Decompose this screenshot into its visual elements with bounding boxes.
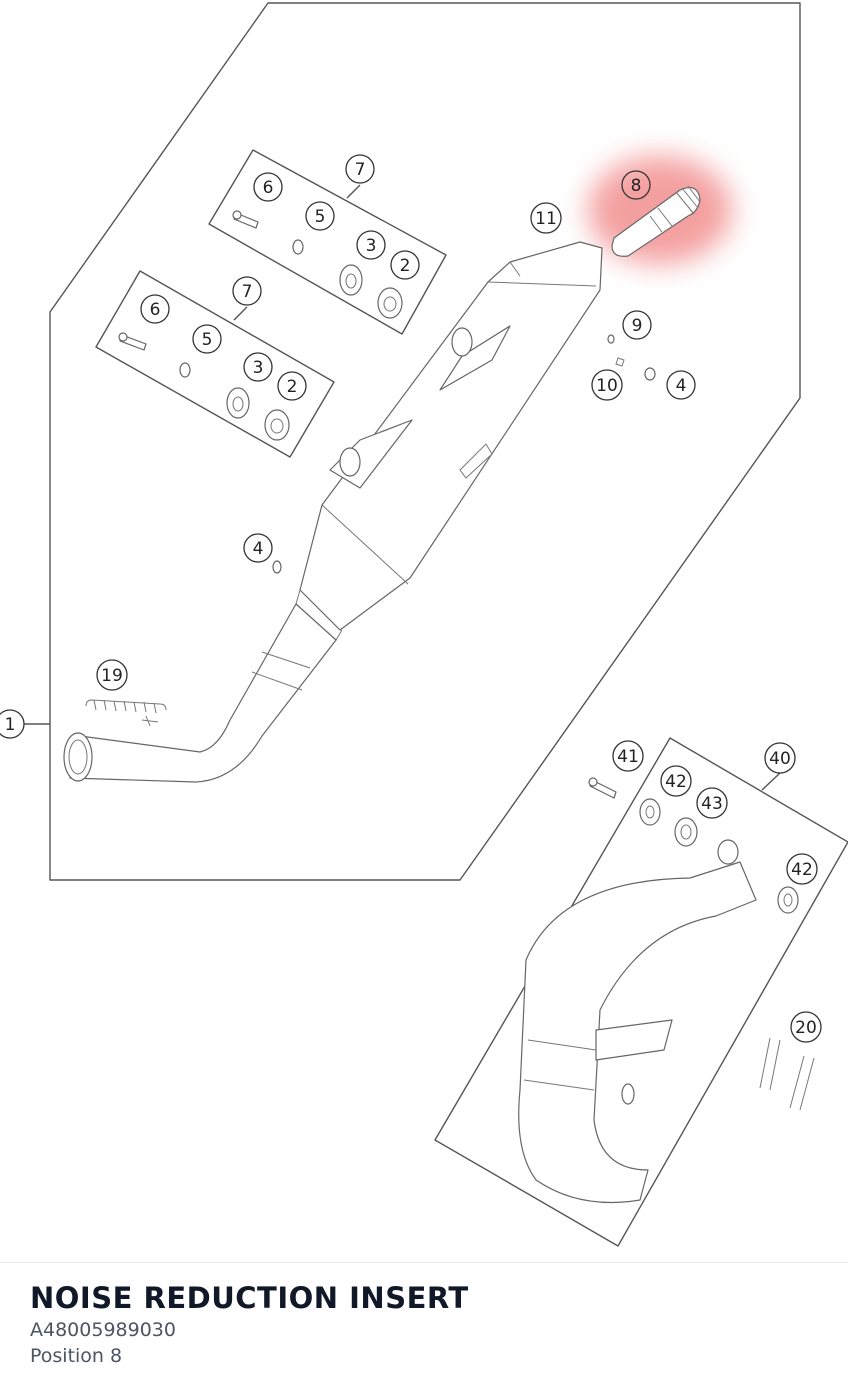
callout-9: 9 (622, 310, 652, 340)
callout-label: 11 (535, 209, 557, 229)
callout-10: 10 (591, 369, 623, 401)
callout-3: 3 (356, 230, 386, 260)
part-title: NOISE REDUCTION INSERT (30, 1281, 469, 1315)
assembly-outline (49, 2, 801, 881)
callout-label: 42 (665, 772, 687, 792)
callout-label: 2 (400, 256, 411, 276)
callout-5: 5 (192, 324, 222, 354)
callout-11: 11 (530, 202, 562, 234)
kit-panel-upper (208, 149, 447, 335)
callout-label: 5 (315, 207, 326, 227)
callout-2: 2 (390, 250, 420, 280)
callout-label: 2 (287, 377, 298, 397)
part-number: A48005989030 (30, 1319, 176, 1341)
callout-4: 4 (243, 533, 273, 563)
header-pipe-panel (434, 737, 848, 1247)
callout-label: 41 (617, 747, 639, 767)
callout-5: 5 (305, 201, 335, 231)
callout-7: 7 (345, 154, 375, 184)
part-info-footer: NOISE REDUCTION INSERT A48005989030 Posi… (0, 1262, 848, 1390)
callout-label: 6 (150, 300, 161, 320)
lower-kit-parts (118, 332, 290, 441)
callout-43: 43 (696, 787, 728, 819)
kit-panel-lower (95, 270, 335, 458)
callout-42: 42 (660, 765, 692, 797)
callout-label: 43 (701, 794, 723, 814)
callout-label: 6 (263, 178, 274, 198)
callout-19: 19 (96, 659, 128, 691)
link-pipe-part (63, 603, 337, 783)
callout-label: 7 (242, 282, 253, 302)
callout-label: 20 (795, 1018, 817, 1038)
callout-6: 6 (253, 172, 283, 202)
callout-42: 42 (786, 853, 818, 885)
fastener-parts (272, 334, 656, 574)
header-pipe-parts (518, 777, 799, 1204)
callout-1: 1 (0, 709, 25, 739)
callout-label: 42 (791, 860, 813, 880)
callout-2: 2 (277, 371, 307, 401)
exploded-parts-diagram: 1 2 2 3 3 4 4 5 5 6 6 7 7 8 9 10 11 19 20 40 41 42 42 43 (0, 2, 848, 1247)
callout-label: 4 (253, 539, 264, 559)
silencer-part (295, 241, 603, 641)
noise-reduction-insert-part[interactable] (611, 185, 701, 257)
callout-8[interactable]: 8 (621, 170, 651, 200)
header-springs (759, 1037, 815, 1111)
callout-label: 10 (596, 376, 618, 396)
upper-kit-parts (232, 210, 403, 319)
callout-label: 3 (366, 236, 377, 256)
spring-part (85, 699, 167, 727)
callout-label: 7 (355, 160, 366, 180)
callout-3: 3 (243, 352, 273, 382)
callout-40: 40 (764, 742, 796, 774)
callout-label: 19 (101, 666, 123, 686)
callout-7: 7 (232, 276, 262, 306)
callout-label: 5 (202, 330, 213, 350)
callout-4: 4 (666, 370, 696, 400)
callout-20: 20 (790, 1011, 822, 1043)
callout-label: 1 (5, 715, 16, 735)
part-position: Position 8 (30, 1345, 123, 1367)
callout-label: 8 (631, 176, 642, 196)
callout-label: 40 (769, 749, 791, 769)
callout-41: 41 (612, 740, 644, 772)
callout-label: 4 (676, 376, 687, 396)
callout-label: 3 (253, 358, 264, 378)
callout-6: 6 (140, 294, 170, 324)
callout-label: 9 (632, 316, 643, 336)
